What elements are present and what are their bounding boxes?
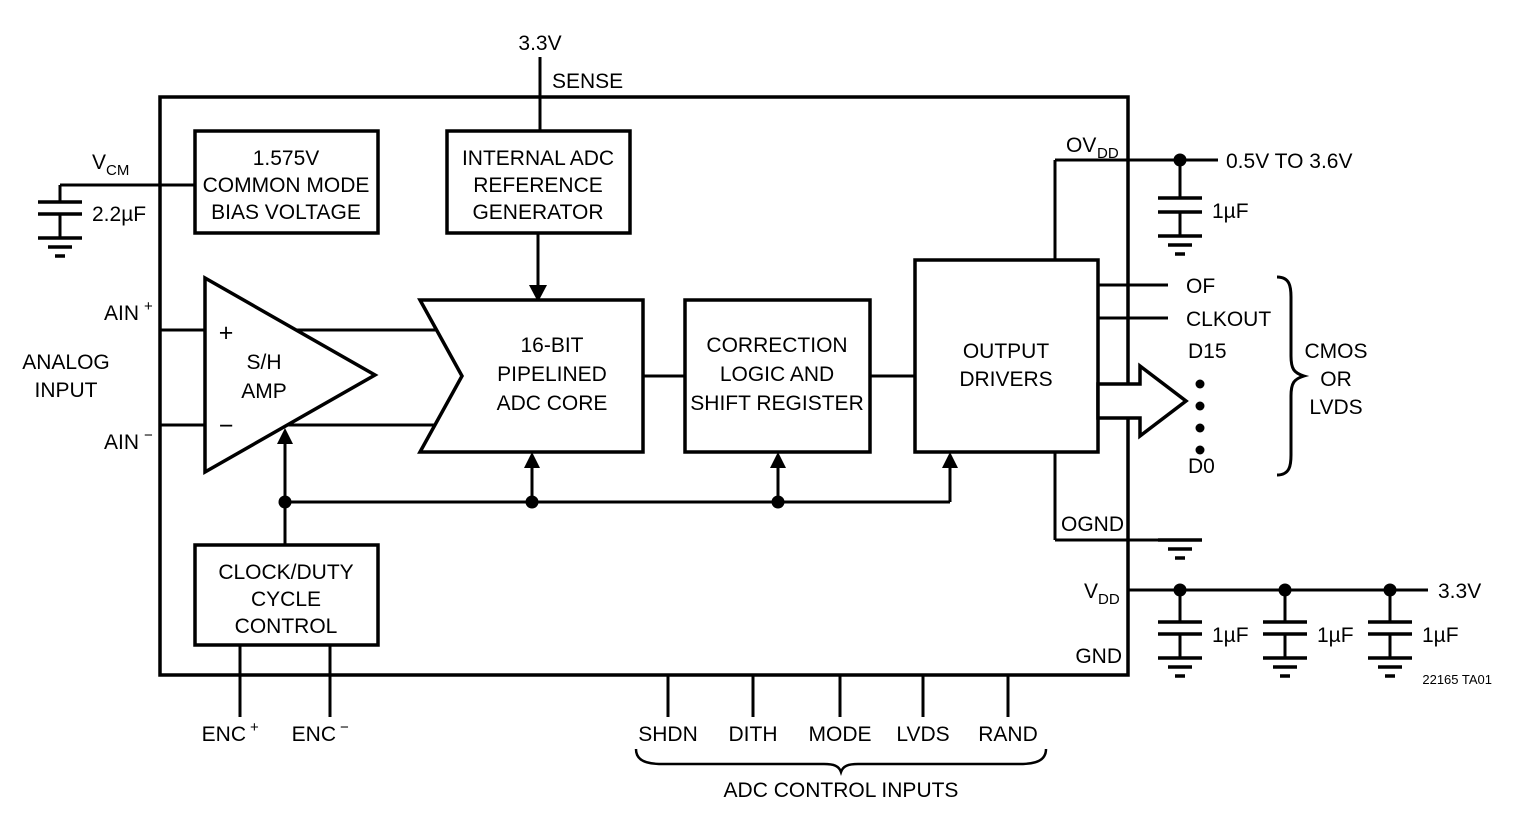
gnd-pin-label: GND xyxy=(1075,645,1122,668)
reference-box-line3: GENERATOR xyxy=(472,201,603,224)
vdd-cap3-value: 1µF xyxy=(1422,624,1459,647)
clock-box-line2: CYCLE xyxy=(251,588,321,611)
rand-pin-label: RAND xyxy=(978,723,1038,746)
junction-dots xyxy=(278,153,1397,597)
mode-pin-label: MODE xyxy=(809,723,872,746)
output-drivers-line2: DRIVERS xyxy=(959,368,1052,391)
lvds-pin-label: LVDS xyxy=(896,723,949,746)
ovdd-ground-icon xyxy=(1158,234,1202,256)
bias-box-line3: BIAS VOLTAGE xyxy=(211,201,361,224)
reference-box-line1: INTERNAL ADC xyxy=(462,147,614,170)
junction-dot xyxy=(1173,153,1187,167)
ground-symbols xyxy=(38,234,1412,678)
vcm-ground-icon xyxy=(38,236,82,258)
ovdd-pin-label: OV xyxy=(1066,134,1096,157)
clock-core-arrowhead-icon xyxy=(524,452,540,468)
analog-input-label-line2: INPUT xyxy=(35,379,98,402)
adc-core-line1: 16-BIT xyxy=(520,334,583,357)
sense-pin-label: SENSE xyxy=(552,70,623,93)
correction-line2: LOGIC AND xyxy=(720,363,834,386)
enc-plus-pin-sign: + xyxy=(250,719,259,736)
ain-plus-pin-label: AIN xyxy=(104,302,139,325)
adc-core-shape xyxy=(417,298,645,454)
junction-dot xyxy=(278,495,292,509)
output-drivers-line1: OUTPUT xyxy=(963,340,1050,363)
reference-box-line2: REFERENCE xyxy=(473,174,603,197)
junction-dot xyxy=(1383,583,1397,597)
vcm-pin-label: V xyxy=(92,151,106,174)
correction-box xyxy=(683,298,872,454)
arrowheads xyxy=(277,285,958,468)
control-inputs-brace-icon xyxy=(634,748,1048,776)
data-bus-arrow-icon xyxy=(1096,362,1189,440)
ognd-pin-label: OGND xyxy=(1061,513,1124,536)
capacitors xyxy=(38,196,1412,636)
ain-minus-pin-label: AIN xyxy=(104,431,139,454)
clock-drivers-arrowhead-icon xyxy=(942,452,958,468)
junction-dot xyxy=(771,495,785,509)
sh-amp-line1: S/H xyxy=(246,351,281,374)
bias-box xyxy=(193,129,380,235)
shdn-pin-label: SHDN xyxy=(638,723,698,746)
vcm-pin-subscript: CM xyxy=(106,162,129,179)
junction-dot xyxy=(525,495,539,509)
vdd-supply-label: 3.3V xyxy=(1438,580,1481,603)
amp-minus-input-sign: − xyxy=(219,412,234,440)
of-pin-label: OF xyxy=(1186,275,1215,298)
clock-box-line3: CONTROL xyxy=(235,615,338,638)
analog-input-label-line1: ANALOG xyxy=(22,351,110,374)
sh-amp-line2: AMP xyxy=(241,380,287,403)
vdd-ground3-icon xyxy=(1368,656,1412,678)
diagram-labels: 3.3V SENSE V CM 2.2µF 1.575V COMMON MODE… xyxy=(22,32,1492,802)
bus-mode-line3: LVDS xyxy=(1309,396,1362,419)
enc-plus-pin-label: ENC xyxy=(202,723,246,746)
ref-arrowhead-icon xyxy=(529,285,547,302)
vdd-cap2-value: 1µF xyxy=(1317,624,1354,647)
d0-pin-label: D0 xyxy=(1188,455,1215,478)
amp-plus-input-sign: + xyxy=(219,319,234,347)
bus-mode-line2: OR xyxy=(1320,368,1352,391)
bias-box-line1: 1.575V xyxy=(253,147,320,170)
enc-minus-pin-label: ENC xyxy=(292,723,336,746)
bus-mode-line1: CMOS xyxy=(1305,340,1368,363)
correction-line3: SHIFT REGISTER xyxy=(690,392,863,415)
vdd-pin-label: V xyxy=(1084,580,1098,603)
clock-box-line1: CLOCK/DUTY xyxy=(218,561,353,584)
ain-minus-pin-sign: − xyxy=(144,427,153,444)
dith-pin-label: DITH xyxy=(729,723,778,746)
adc-core-line2: PIPELINED xyxy=(497,363,607,386)
bias-box-line2: COMMON MODE xyxy=(203,174,370,197)
reference-box xyxy=(445,129,632,235)
vdd-ground1-icon xyxy=(1158,656,1202,678)
ovdd-pin-subscript: DD xyxy=(1097,145,1119,162)
correction-line1: CORRECTION xyxy=(706,334,847,357)
output-drivers-box xyxy=(913,258,1100,454)
clock-box xyxy=(193,543,380,647)
wires xyxy=(58,57,1428,717)
ovdd-range-label: 0.5V TO 3.6V xyxy=(1226,150,1352,173)
ain-plus-pin-sign: + xyxy=(144,298,153,315)
sh-amp-triangle xyxy=(203,274,379,476)
control-inputs-caption: ADC CONTROL INPUTS xyxy=(724,779,959,802)
figure-reference: 22165 TA01 xyxy=(1422,672,1492,687)
cmos-lvds-brace-icon xyxy=(1276,275,1310,477)
vdd-pin-subscript: DD xyxy=(1098,591,1120,608)
ognd-ground-icon xyxy=(1158,538,1202,560)
vcm-cap-value: 2.2µF xyxy=(92,203,146,226)
vdd-cap1-value: 1µF xyxy=(1212,624,1249,647)
supply-top-label: 3.3V xyxy=(518,32,561,55)
ovdd-cap-value: 1µF xyxy=(1212,200,1249,223)
vdd-ground2-icon xyxy=(1263,656,1307,678)
junction-dot xyxy=(1278,583,1292,597)
clock-correction-arrowhead-icon xyxy=(770,452,786,468)
d15-pin-label: D15 xyxy=(1188,340,1227,363)
enc-minus-pin-sign: − xyxy=(340,719,349,736)
junction-dot xyxy=(1173,583,1187,597)
clkout-pin-label: CLKOUT xyxy=(1186,308,1271,331)
clock-amp-arrowhead-icon xyxy=(277,428,293,444)
adc-core-line3: ADC CORE xyxy=(497,392,608,415)
bus-ellipsis-dots xyxy=(1195,379,1205,455)
